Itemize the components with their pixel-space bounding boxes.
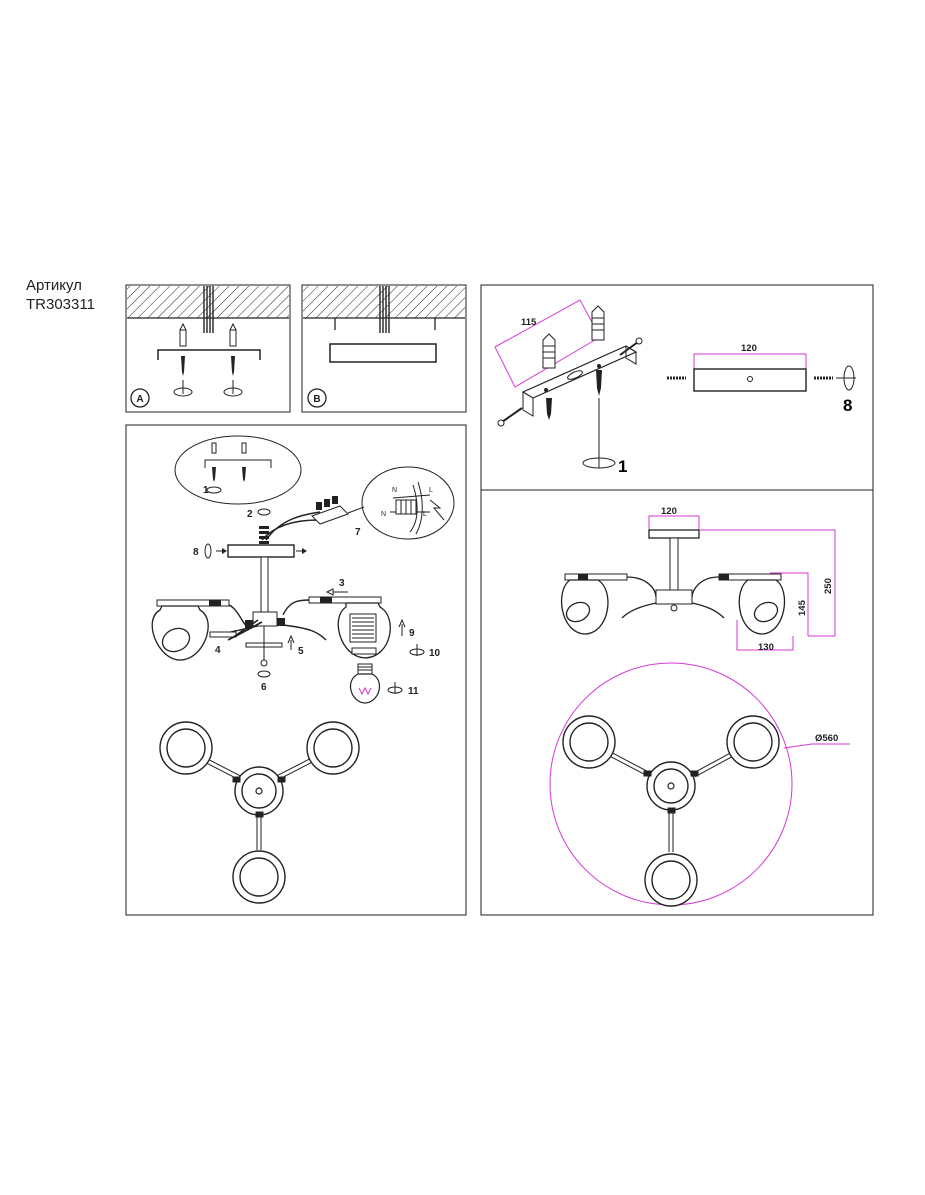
dowel-icon [179, 322, 237, 347]
shade-right [337, 602, 391, 659]
step-10-label: 10 [429, 648, 441, 659]
terminal-block-icon [311, 496, 349, 525]
wiring-l-label: L [429, 487, 433, 494]
badge-b-text: B [313, 394, 320, 405]
plate [693, 368, 807, 392]
step-11-label: 11 [408, 686, 419, 697]
step-7-label: 7 [355, 527, 361, 538]
shade-right-dim [738, 579, 786, 635]
step-1-label: 1 [203, 485, 209, 496]
article-number: TR303311 [26, 296, 95, 313]
warning-bolt-icon [429, 499, 445, 521]
dim-plate-width: 120 [661, 506, 677, 517]
shade-left-dim [560, 579, 609, 635]
mounting-plate [329, 343, 437, 363]
screw-icon [181, 356, 235, 376]
article-block: Артикул TR303311 [26, 276, 95, 314]
panel-b: B [301, 284, 467, 413]
svg-text:L: L [423, 511, 427, 518]
ceiling-hatch [127, 286, 289, 318]
svg-text:N: N [381, 511, 386, 518]
shade-left [151, 605, 209, 661]
wires-icon [203, 286, 214, 333]
step-5-label: 5 [298, 646, 304, 657]
ceiling-plate [227, 544, 295, 558]
mount-step-1: 1 [618, 457, 627, 476]
step-8-label: 8 [193, 547, 199, 558]
dim-shade-width: 130 [758, 642, 774, 653]
dowel-icon [542, 305, 605, 369]
panel-dimensions: 120 250 145 130 [480, 489, 874, 916]
bulb-icon [349, 663, 381, 704]
step-9-label: 9 [409, 628, 415, 639]
badge-b [307, 388, 327, 408]
step-4-label: 4 [215, 645, 221, 656]
arm-wires [227, 619, 263, 641]
article-label: Артикул [26, 277, 82, 294]
step-3-label: 3 [339, 578, 345, 589]
dim-diameter: Ø560 [815, 733, 838, 744]
dim-115: 115 [521, 317, 537, 328]
badge-a-text: A [136, 394, 143, 405]
panel-a: A [125, 284, 291, 413]
mount-step-8: 8 [843, 396, 852, 415]
wiring-n-label: N [392, 487, 397, 494]
wiring-inset [361, 466, 455, 540]
dim-120-top: 120 [741, 343, 757, 354]
dim-height-total: 250 [823, 578, 834, 594]
panel-mounting: 115 1 120 [480, 284, 874, 491]
rotate-icon [173, 380, 243, 397]
dim-shade-height: 145 [797, 599, 808, 616]
top-view-right [562, 715, 780, 907]
step-2-label: 2 [247, 509, 253, 520]
panel-assembly: 1 2 7 N L N L 8 [125, 424, 467, 916]
step-6-label: 6 [261, 682, 267, 693]
top-view-left [159, 721, 360, 904]
badge-a [130, 388, 150, 408]
